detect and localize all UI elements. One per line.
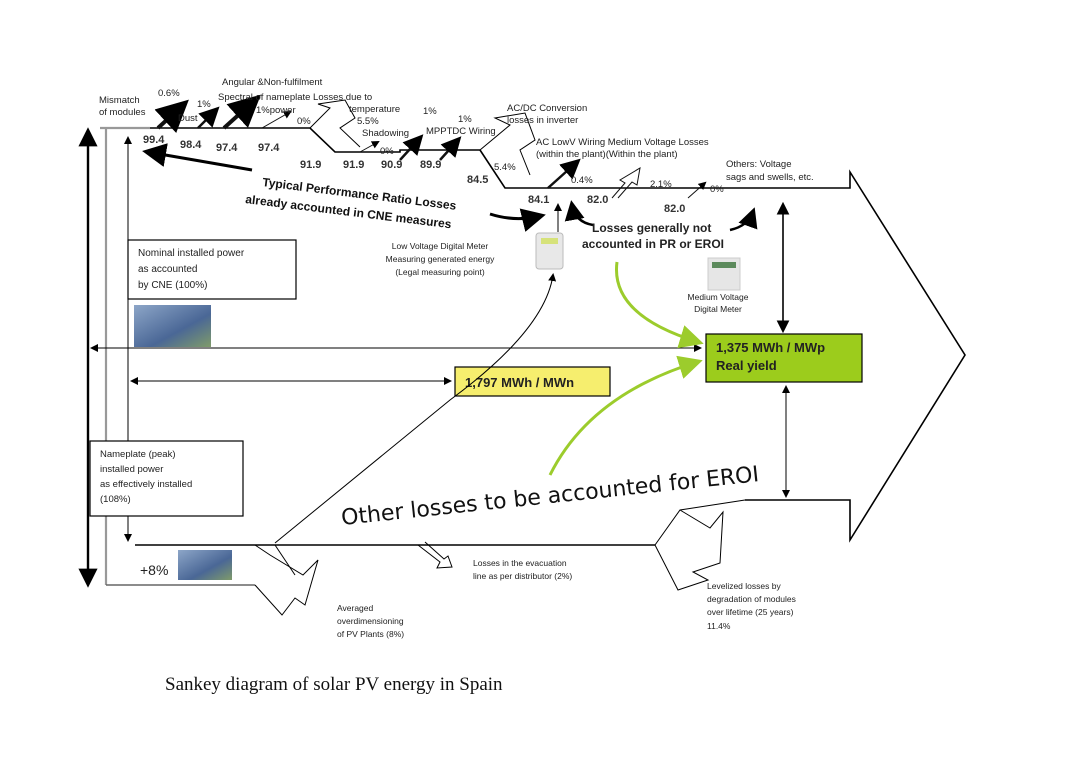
flow-values: 99.4 98.4 97.4 97.4 91.9 91.9 90.9 89.9 …: [143, 134, 685, 215]
mv-meter-label1: Medium Voltage: [688, 292, 749, 302]
label-mismatch: Mismatch: [99, 95, 140, 106]
value: 84.1: [528, 194, 549, 206]
value: 82.0: [587, 194, 608, 206]
link-to-lv-meter: [274, 273, 557, 544]
label-zero-2: 0%: [380, 146, 394, 157]
real-yield-box: 1,375 MWh / MWp Real yield: [705, 333, 863, 383]
label-zero-1: 0%: [297, 116, 311, 127]
label-others: Others: Voltage: [726, 159, 791, 170]
top-labels: Mismatch of modules 0.6% Dust 1% Angular…: [99, 77, 814, 195]
value: 91.9: [343, 159, 364, 171]
green-arrow-lower: [548, 355, 703, 476]
lv-meter: Low Voltage Digital Meter Measuring gene…: [386, 203, 564, 277]
top-flow: [150, 99, 966, 543]
levelized-line4: 11.4%: [707, 621, 731, 631]
levelized-line2: degradation of modules: [707, 594, 796, 604]
nameplate-line1: Nameplate (peak): [100, 449, 176, 460]
label-shadowing: Shadowing: [362, 128, 409, 139]
value: 89.9: [420, 159, 441, 171]
overdim-line1: Averaged: [337, 603, 374, 613]
value: 91.9: [300, 159, 321, 171]
nameplate-line2: installed power: [100, 464, 163, 475]
figure-caption: Sankey diagram of solar PV energy in Spa…: [165, 674, 503, 695]
value: 99.4: [143, 134, 165, 146]
label-mppt-pct: 1%: [423, 106, 437, 117]
nominal-box: Nominal installed power as accounted by …: [127, 239, 297, 347]
value: 90.9: [381, 159, 402, 171]
value: 97.4: [216, 142, 238, 154]
label-angular: Angular &Non-fulfilment: [222, 77, 323, 88]
bottom-flow: [135, 499, 746, 616]
label-aclow-2: (within the plant)(Within the plant): [536, 149, 678, 160]
overdim-line2: overdimensioning: [337, 616, 404, 626]
label-others-pct: 0%: [710, 184, 724, 195]
lv-meter-label3: (Legal measuring point): [395, 267, 484, 277]
label-aclow-pct: 0.4%: [571, 175, 593, 186]
real-yield-label: Real yield: [716, 358, 777, 373]
evacuation-line1: Losses in the evacuation: [473, 558, 567, 568]
value: 84.5: [467, 174, 488, 186]
real-yield-value: 1,375 MWh / MWp: [716, 340, 825, 355]
label-mv-pct: 2.1%: [650, 179, 672, 190]
not-accounted-line1: Losses generally not: [592, 221, 711, 235]
lv-meter-label1: Low Voltage Digital Meter: [392, 241, 489, 251]
loss-arrows: [154, 94, 707, 199]
not-accounted-annotation: Losses generally not accounted in PR or …: [564, 200, 758, 251]
nominal-yield-value: 1,797 MWh / MWn: [465, 375, 574, 390]
label-temperature: temperature: [349, 104, 400, 115]
plus-8-percent: +8%: [140, 562, 168, 578]
value: 97.4: [258, 142, 280, 154]
solar-panel-image: [134, 305, 211, 347]
solar-panel-image-small: [178, 550, 232, 580]
overdim-line3: of PV Plants (8%): [337, 629, 404, 639]
lv-meter-label2: Measuring generated energy: [386, 254, 495, 264]
nameplate-box: Nameplate (peak) installed power as effe…: [89, 440, 244, 517]
label-dust: Dust: [178, 113, 198, 124]
label-power-pct: 1%power: [256, 105, 296, 116]
label-mismatch-2: of modules: [99, 107, 146, 118]
levelized-line3: over lifetime (25 years): [707, 607, 794, 617]
nominal-line1: Nominal installed power: [138, 248, 245, 259]
label-acdc-2: losses in inverter: [507, 115, 578, 126]
nominal-yield-box: 1,797 MWh / MWn: [454, 366, 611, 397]
green-arrow-upper: [614, 261, 704, 349]
label-temp-pct: 5.5%: [357, 116, 379, 127]
label-aclow: AC LowV Wiring Medium Voltage Losses: [536, 137, 709, 148]
value: 82.0: [664, 203, 685, 215]
mv-meter: Medium Voltage Digital Meter: [688, 257, 749, 314]
label-acdc: AC/DC Conversion: [507, 103, 587, 114]
levelized-line1: Levelized losses by: [707, 581, 781, 591]
nameplate-line3: as effectively installed: [100, 479, 192, 490]
label-dust-pct: 1%: [197, 99, 211, 110]
not-accounted-line2: accounted in PR or EROI: [582, 237, 724, 251]
label-others-2: sags and swells, etc.: [726, 172, 814, 183]
value: 98.4: [180, 139, 202, 151]
label-mismatch-pct: 0.6%: [158, 88, 180, 99]
nominal-line2: as accounted: [138, 264, 198, 275]
nameplate-line4: (108%): [100, 494, 131, 505]
label-mppt-wiring: MPPTDC Wiring: [426, 126, 496, 137]
mv-meter-label2: Digital Meter: [694, 304, 742, 314]
nominal-line3: by CNE (100%): [138, 280, 207, 291]
evacuation-line2: line as per distributor (2%): [473, 571, 572, 581]
label-wiring-pct: 1%: [458, 114, 472, 125]
label-acdc-pct: 5.4%: [494, 162, 516, 173]
label-spectral: Spectral of nameplate Losses due to: [218, 92, 372, 103]
